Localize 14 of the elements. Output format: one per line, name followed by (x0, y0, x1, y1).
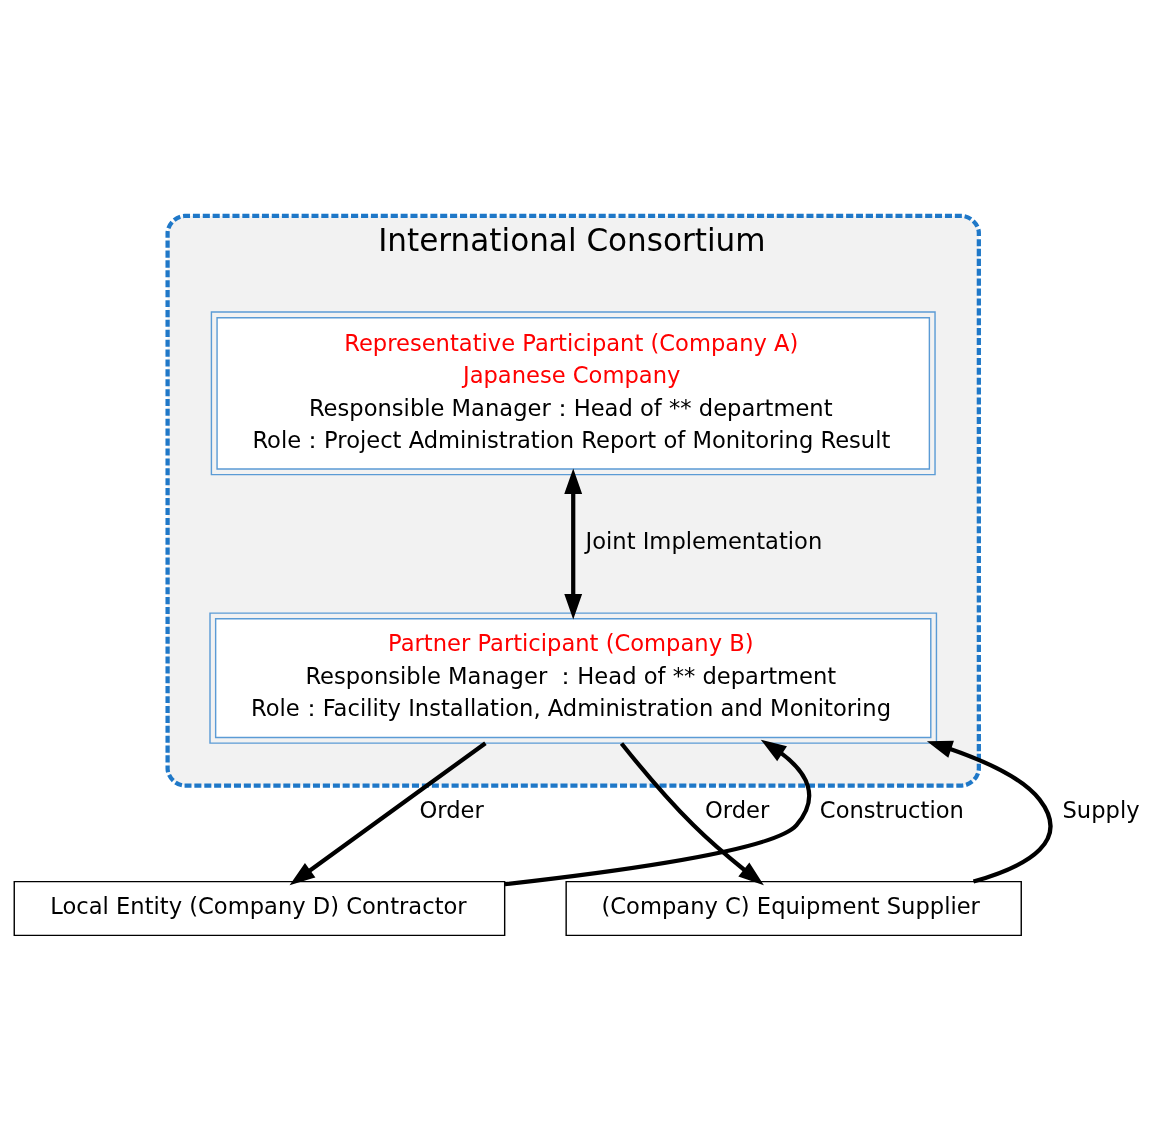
node-box: Partner Participant (Company B) Responsible Manager ：Head of ** department Role：Facility Installation, Administration and Monitoring (209, 612, 938, 744)
edge-label: Construction (819, 796, 964, 823)
node-box: (Company C) Equipment Supplier (565, 880, 1022, 937)
arrow (564, 468, 583, 620)
edge-label: Supply (1062, 796, 1140, 823)
arrow (504, 739, 812, 887)
node-box: Local Entity (Company D) Contractor (13, 880, 506, 937)
edge-label: Order (704, 796, 770, 823)
edge-label: Order (419, 796, 484, 823)
node-box: Representative Participant (Company A) Japanese Company Responsible Manager：Head of ** department Role：Project Administration Report of Monitoring Result (210, 311, 936, 476)
arrow (619, 742, 764, 886)
arrow (289, 741, 487, 886)
arrow (926, 740, 1053, 884)
edge-label: Joint Implementation (585, 528, 823, 555)
